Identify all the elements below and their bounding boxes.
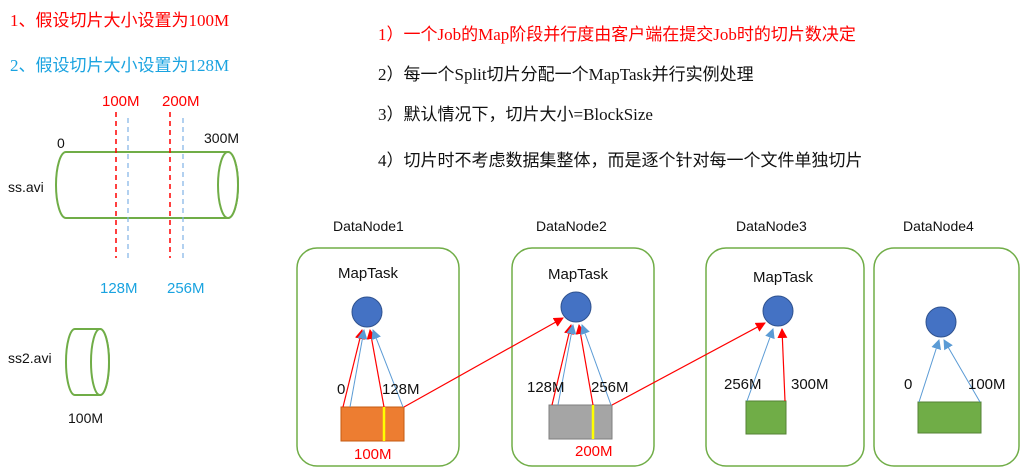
block1-size-label: 100M — [354, 446, 392, 463]
block2-gray — [548, 404, 613, 440]
datanode1-box — [296, 247, 460, 467]
node4-arrows — [918, 339, 981, 403]
maptask2-circle — [560, 291, 592, 323]
label-cut-100m: 100M — [102, 93, 140, 110]
datanode4-box — [873, 247, 1020, 467]
arrow-block1-to-maptask2 — [403, 317, 564, 408]
maptask4-circle — [925, 306, 957, 338]
node2-maptask-label: MapTask — [548, 266, 609, 283]
node1-range-end: 128M — [382, 381, 420, 398]
node4-range-start: 0 — [904, 376, 913, 393]
node1-arrows — [342, 329, 404, 408]
maptask1-circle — [351, 296, 383, 328]
file1-cylinder — [55, 151, 239, 219]
node3-title: DataNode3 — [736, 218, 807, 234]
block3-green — [745, 400, 787, 435]
note-split-100m: 1、假设切片大小设置为100M — [10, 11, 230, 30]
label-file1-end: 300M — [204, 130, 240, 146]
block1-orange — [340, 406, 405, 442]
node3-arrows — [746, 328, 788, 402]
block4-green — [917, 401, 982, 434]
file2-cylinder — [65, 328, 110, 396]
node4-title: DataNode4 — [903, 218, 974, 234]
rule-2: 2）每一个Split切片分配一个MapTask并行实例处理 — [378, 65, 754, 84]
maptask3-circle — [762, 295, 794, 327]
node3-maptask-label: MapTask — [753, 269, 814, 286]
node2-title: DataNode2 — [536, 218, 607, 234]
rule-1: 1）一个Job的Map阶段并行度由客户端在提交Job时的切片数决定 — [378, 25, 856, 44]
label-file1-name: ss.avi — [8, 179, 44, 195]
label-file2-size: 100M — [68, 410, 104, 426]
node1-title: DataNode1 — [333, 218, 404, 234]
node2-range-end: 256M — [591, 379, 629, 396]
label-cut-128m: 128M — [100, 280, 138, 297]
node2-range-start: 128M — [527, 379, 565, 396]
node3-range-start: 256M — [724, 376, 762, 393]
node3-range-end: 300M — [791, 376, 829, 393]
node1-maptask-label: MapTask — [338, 265, 399, 282]
rule-4: 4）切片时不考虑数据集整体，而是逐个针对每一个文件单独切片 — [378, 151, 863, 170]
label-cut-256m: 256M — [167, 280, 205, 297]
label-file1-start: 0 — [57, 135, 65, 151]
datanode2-box — [511, 247, 655, 467]
node1-range-start: 0 — [337, 381, 346, 398]
rule-3: 3）默认情况下，切片大小=BlockSize — [378, 105, 653, 124]
node2-arrows — [551, 324, 612, 406]
label-file2-name: ss2.avi — [8, 350, 52, 366]
note-split-128m: 2、假设切片大小设置为128M — [10, 56, 230, 75]
arrow-block2-to-maptask3 — [611, 322, 766, 406]
node4-range-end: 100M — [968, 376, 1006, 393]
label-cut-200m: 200M — [162, 93, 200, 110]
block2-size-label: 200M — [575, 443, 613, 460]
